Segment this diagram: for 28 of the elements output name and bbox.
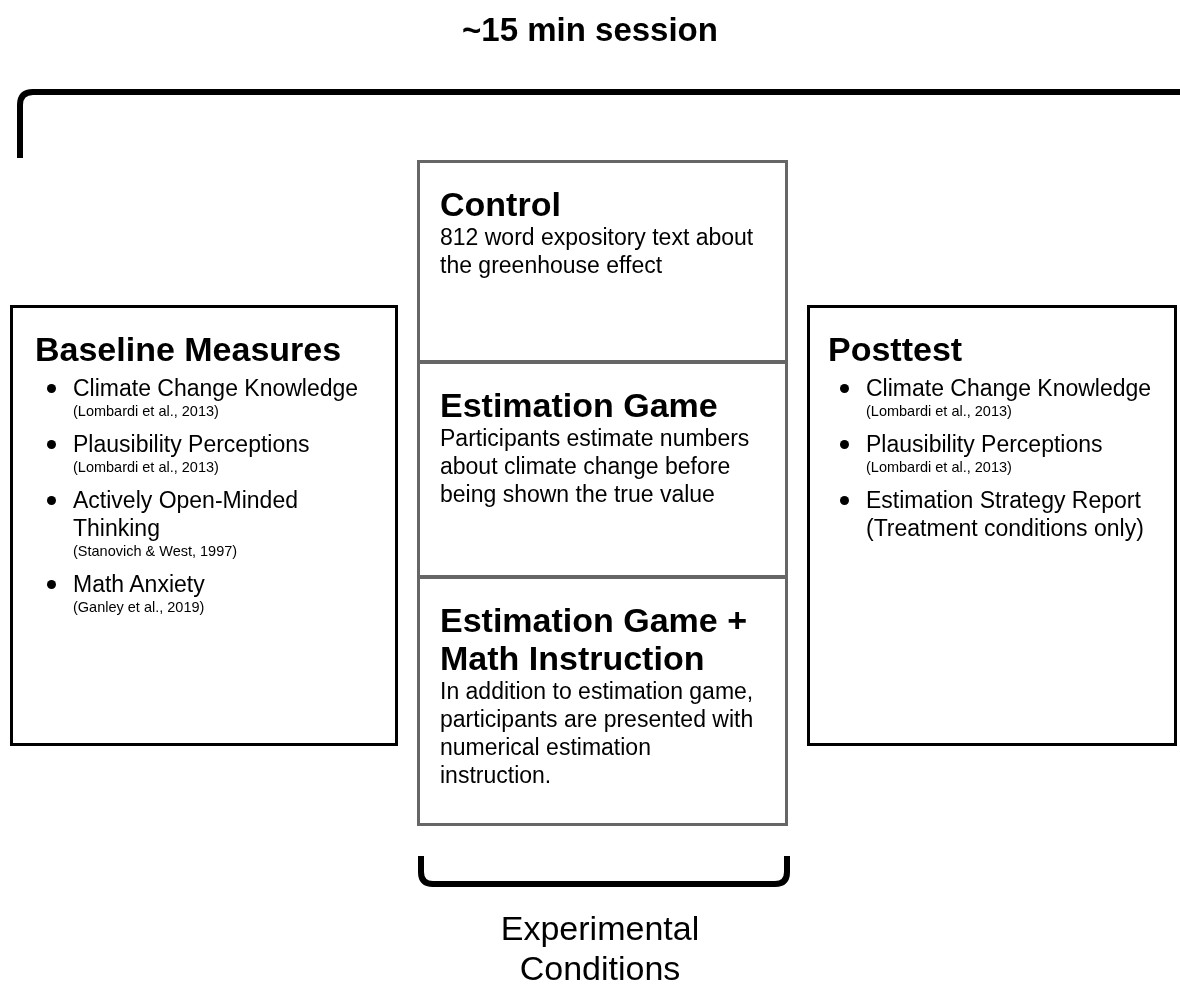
box [417,160,788,363]
box [807,305,1177,746]
citation: (Stanovich & West, 1997) [73,542,239,560]
node-heading: Estimation Game + Math Instruction [440,601,749,677]
node-heading: Baseline Measures [35,330,343,368]
citation: (Lombardi et al., 2013) [73,458,220,476]
citation: (Ganley et al., 2019) [73,598,206,616]
citation: (Lombardi et al., 2013) [73,402,220,420]
list-item-text: Plausibility Perceptions [866,430,1104,458]
node-heading: Control [440,185,562,223]
list-item-text: Climate Change Knowledge [866,374,1153,402]
node-text: In addition to estimation game, participants are presented with numerical estimation instruction. [440,677,755,789]
box [417,576,788,826]
list-item-text: Estimation Strategy Report (Treatment conditions only) [866,486,1145,542]
list-item-text: Actively Open-Minded Thinking [73,486,299,542]
list-item-text: Climate Change Knowledge [73,374,360,402]
node-text: Participants estimate numbers about climate change before being shown the true value [440,424,751,508]
node-text: 812 word expository text about the greenhouse effect [440,223,755,279]
list-item-text: Math Anxiety [73,570,206,598]
box [417,361,788,578]
node-heading: Posttest [828,330,964,368]
citation: (Lombardi et al., 2013) [866,402,1013,420]
box [10,305,398,746]
group-label: Experimental Conditions [499,908,701,988]
session-label: ~15 min session [461,10,719,50]
list-item-text: Plausibility Perceptions [73,430,311,458]
citation: (Lombardi et al., 2013) [866,458,1013,476]
node-heading: Estimation Game [440,386,719,424]
